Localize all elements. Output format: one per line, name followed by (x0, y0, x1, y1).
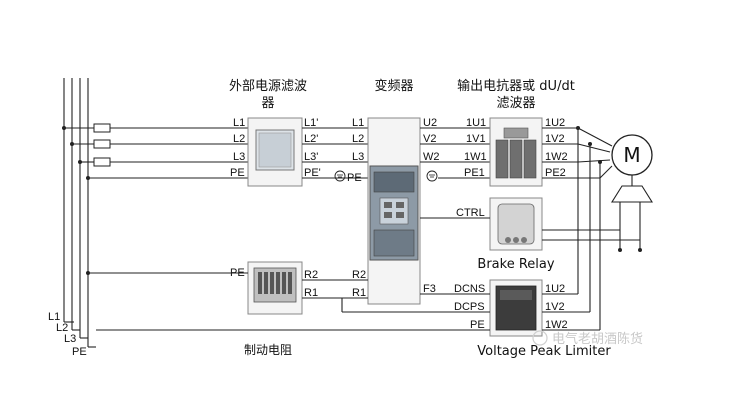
motor-symbol: M (623, 143, 640, 167)
fuse-l2 (93, 139, 111, 149)
output-reactor (489, 117, 543, 187)
reactor-in-1v1: 1V1 (466, 133, 486, 145)
brake-resistor (247, 261, 303, 315)
filter-in-l2: L2 (233, 133, 245, 145)
inv-r1: R1 (352, 287, 366, 299)
ground-icon (426, 170, 438, 182)
inv-out-v2: V2 (423, 133, 436, 145)
inv-out-w2: W2 (423, 151, 440, 163)
reactor-out-1w2: 1W2 (545, 151, 568, 163)
ground-icon (334, 170, 346, 182)
filter-title-2: 器 (261, 96, 274, 111)
mains-label-l2: L2 (56, 322, 68, 334)
resistor-r1: R1 (304, 287, 318, 299)
inv-out-u2: U2 (423, 117, 437, 129)
mains-bus (62, 78, 96, 348)
vpl-title: Voltage Peak Limiter (477, 344, 611, 359)
watermark: 电气老胡酒陈货 (532, 330, 643, 347)
watermark-text: 电气老胡酒陈货 (552, 331, 643, 347)
brake-relay-title: Brake Relay (477, 257, 554, 272)
vpl-1w2: 1W2 (545, 319, 568, 331)
inverter (367, 117, 421, 305)
mains-label-pe: PE (72, 346, 87, 358)
inv-in-l3: L3 (352, 151, 364, 163)
reactor-out-pe2: PE2 (545, 167, 566, 179)
inv-in-l1: L1 (352, 117, 364, 129)
inv-r2: R2 (352, 269, 366, 281)
filter-in-pe: PE (230, 167, 245, 179)
brake-relay-ctrl: CTRL (456, 207, 485, 219)
filter-out-l1: L1' (304, 117, 318, 129)
inv-f3: F3 (423, 283, 436, 295)
brake-icon (611, 185, 653, 203)
reactor-in-1u1: 1U1 (466, 117, 486, 129)
filter-out-l2: L2' (304, 133, 318, 145)
filter-title-1: 外部电源滤波 (229, 79, 307, 94)
inverter-display (373, 171, 415, 193)
fuse-l3 (93, 157, 111, 167)
brake-relay (489, 197, 543, 251)
reactor-out-1v2: 1V2 (545, 133, 565, 145)
reactor-coil-1 (495, 139, 509, 179)
filter-in-l1: L1 (233, 117, 245, 129)
inv-in-l2: L2 (352, 133, 364, 145)
line-filter (247, 117, 303, 187)
fuses (64, 123, 248, 179)
vpl-1v2: 1V2 (545, 301, 565, 313)
filter-out-l3: L3' (304, 151, 318, 163)
resistor-r2: R2 (304, 269, 318, 281)
motor: M (611, 134, 653, 252)
wechat-icon (532, 330, 548, 346)
voltage-peak-limiter (489, 279, 543, 337)
reactor-in-1w1: 1W1 (464, 151, 487, 163)
inverter-title: 变频器 (374, 78, 413, 94)
vpl-dcps: DCPS (454, 301, 485, 313)
mains-label-l1: L1 (48, 311, 60, 323)
vpl-pe: PE (470, 319, 485, 331)
reactor-coil-3 (523, 139, 537, 179)
mains-label-l3: L3 (64, 333, 76, 345)
reactor-title-1: 输出电抗器或 dU/dt (457, 78, 575, 94)
resistor-title: 制动电阻 (244, 343, 292, 357)
reactor-in-pe1: PE1 (464, 167, 485, 179)
vpl-dcns: DCNS (454, 283, 485, 295)
inv-in-pe: PE (347, 172, 362, 184)
inverter-keypad (379, 197, 409, 225)
filter-in-l3: L3 (233, 151, 245, 163)
reactor-title-2: 滤波器 (496, 96, 535, 111)
vpl-1u2: 1U2 (545, 283, 565, 295)
reactor-out-1u2: 1U2 (545, 117, 565, 129)
filter-out-pe: PE' (304, 167, 321, 179)
fuse-l1 (93, 123, 111, 133)
reactor-coil-2 (509, 139, 523, 179)
